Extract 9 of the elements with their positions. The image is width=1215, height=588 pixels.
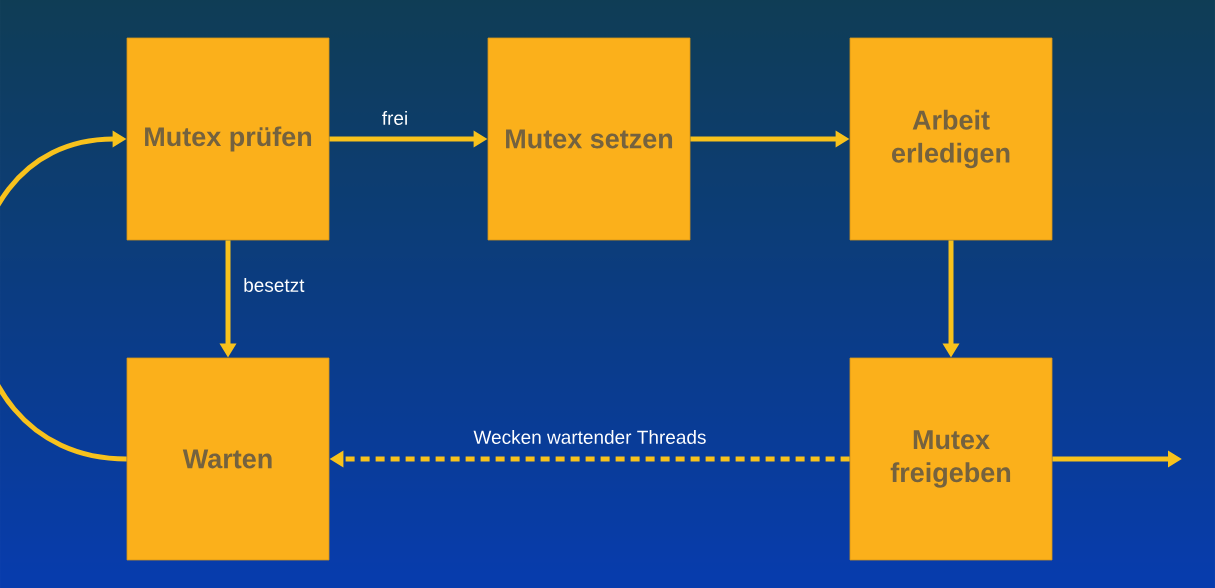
edge-label: besetzt: [244, 278, 305, 292]
arrow: [0, 130, 127, 462]
process-box: Warten: [126, 357, 330, 561]
edge-label: frei: [382, 111, 407, 125]
process-box: Mutex prüfen: [126, 37, 330, 241]
process-box: Mutex freigeben: [849, 357, 1053, 561]
edge-label: Wecken wartender Threads: [473, 430, 706, 444]
process-box: Arbeit erledigen: [849, 37, 1053, 241]
process-box: Mutex setzen: [487, 37, 691, 241]
